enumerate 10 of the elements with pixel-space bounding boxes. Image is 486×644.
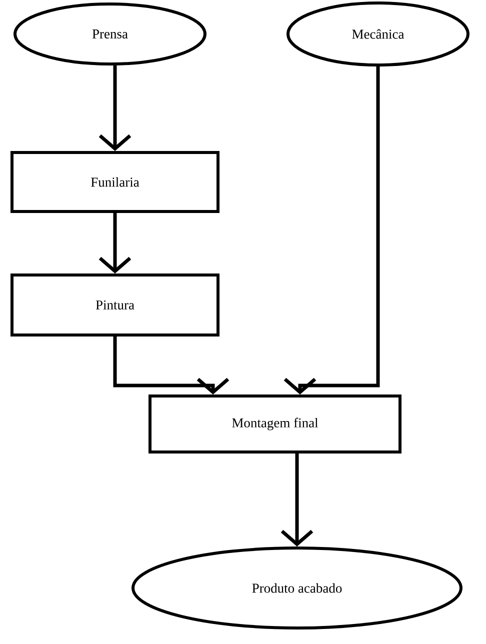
- ellipse-node: Mecânica: [286, 2, 470, 66]
- arrow: [284, 66, 380, 394]
- ellipse-node: Prensa: [14, 2, 206, 66]
- arrow: [98, 66, 132, 151]
- process-box: Funilaria: [10, 151, 220, 213]
- arrow: [280, 454, 314, 546]
- process-box: Montagem final: [148, 394, 402, 454]
- process-box: Pintura: [10, 274, 220, 336]
- arrow: [113, 336, 230, 394]
- ellipse-node: Produto acabado: [132, 546, 462, 630]
